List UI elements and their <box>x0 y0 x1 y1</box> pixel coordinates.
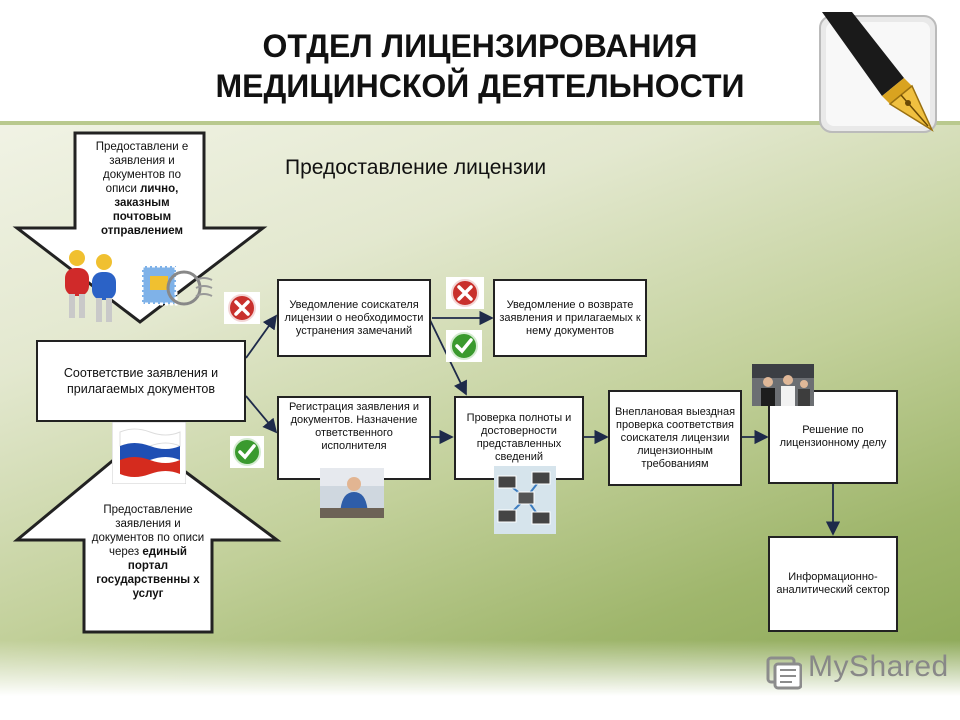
box-onsite-check: Внеплановая выездная проверка соответств… <box>608 390 742 486</box>
arrow-top-text-bold: лично, заказным почтовым отправлением <box>101 183 183 237</box>
reject-icon <box>224 292 260 324</box>
title-line-2: МЕДИЦИНСКОЙ ДЕЯТЕЛЬНОСТИ <box>215 68 745 104</box>
fountain-pen-icon <box>819 12 937 133</box>
arrow-bottom-text-plain: Предоставление заявления и документов по… <box>91 504 205 558</box>
box-notify-fix: Уведомление соискателя лицензии о необхо… <box>277 279 431 357</box>
arrow-bottom-text-bold: единый портал государственны х услуг <box>96 546 200 600</box>
arrow-bottom-text: Предоставление заявления и документов по… <box>88 503 208 601</box>
reject-icon <box>446 277 484 309</box>
approve-icon <box>446 330 482 362</box>
box-notify-return: Уведомление о возврате заявления и прила… <box>493 279 647 357</box>
watermark-text: MyShared <box>808 650 949 683</box>
section-subtitle: Предоставление лицензии <box>285 156 547 179</box>
header-divider <box>0 121 960 125</box>
meeting-photo-icon <box>752 364 814 406</box>
russia-flag-icon <box>112 422 186 484</box>
computer-network-icon <box>494 466 556 534</box>
box-compliance: Соответствие заявления и прилагаемых док… <box>36 340 246 422</box>
myshared-logo-icon <box>766 656 802 690</box>
page-title: ОТДЕЛ ЛИЦЕНЗИРОВАНИЯ МЕДИЦИНСКОЙ ДЕЯТЕЛЬ… <box>100 26 860 106</box>
box-decision: Решение по лицензионному делу <box>768 390 898 484</box>
connector-compliance-notify <box>245 314 278 359</box>
connector-compliance-registration <box>245 395 278 434</box>
officer-photo-icon <box>320 468 384 518</box>
submission-arrow-up <box>12 436 282 634</box>
box-registration: Регистрация заявления и документов. Назн… <box>277 396 431 480</box>
arrow-top-text: Предоставлени е заявления и документов п… <box>86 140 198 238</box>
box-info-sector: Информационно-аналитический сектор <box>768 536 898 632</box>
people-icon <box>65 250 116 322</box>
title-line-1: ОТДЕЛ ЛИЦЕНЗИРОВАНИЯ <box>262 28 698 64</box>
arrow-top-text-plain: Предоставлени е заявления и документов п… <box>95 141 189 195</box>
header-band <box>0 0 960 122</box>
mail-stamp-icon <box>140 264 213 306</box>
approve-icon <box>230 436 264 468</box>
